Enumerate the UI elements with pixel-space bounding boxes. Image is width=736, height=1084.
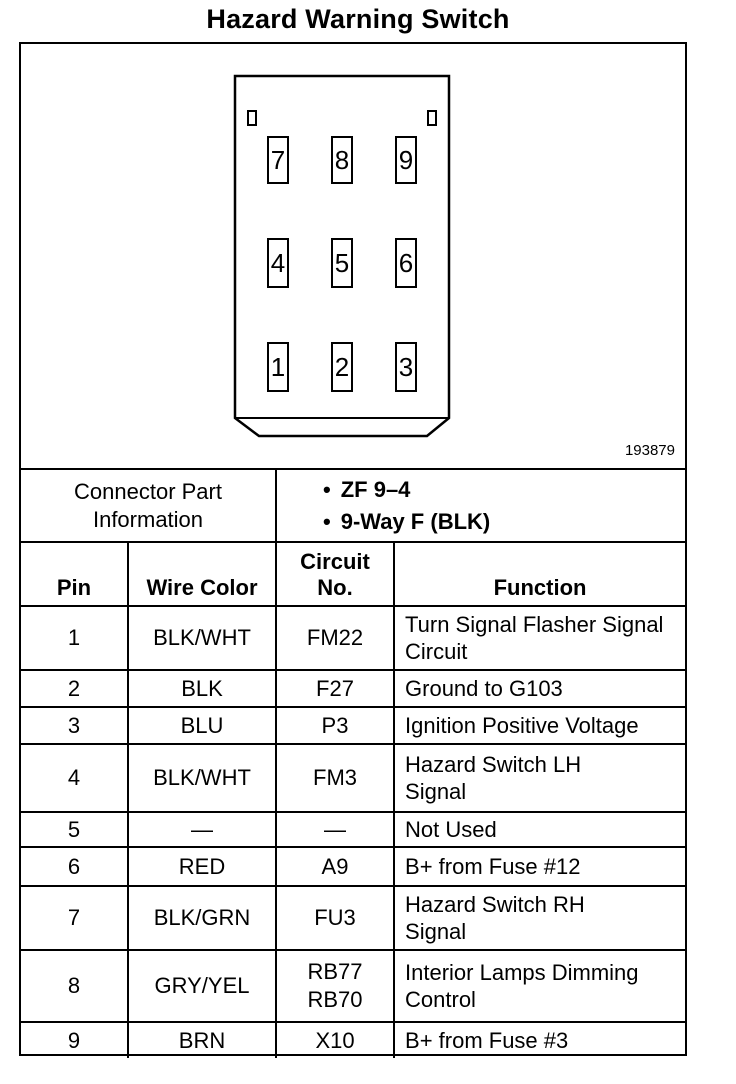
terminal-cavity-6 — [395, 238, 417, 288]
table-row: 4 BLK/WHT FM3 Hazard Switch LH Signal — [21, 743, 686, 813]
cell-pin: 9 — [21, 1021, 129, 1058]
pin-label-9: 9 — [398, 145, 414, 175]
terminal-cavity-5 — [331, 238, 353, 288]
cell-wire-color: BRN — [126, 1021, 278, 1058]
cell-pin: 6 — [21, 846, 129, 887]
connector-frame: 7 8 9 4 5 6 1 2 3 193879 Connector Part … — [19, 42, 687, 1058]
cell-function: Turn Signal Flasher Signal Circuit — [393, 605, 686, 671]
cell-wire-color: BLK/GRN — [126, 885, 278, 951]
pin-label-5: 5 — [334, 248, 350, 278]
connector-info-label: Connector Part Information — [21, 470, 278, 543]
table-row: 9 BRN X10 B+ from Fuse #3 — [21, 1021, 686, 1058]
cell-circuit: FM22 — [275, 605, 396, 671]
figure-number: 193879 — [624, 442, 675, 459]
cell-function: Not Used — [393, 811, 686, 848]
table-row: 7 BLK/GRN FU3 Hazard Switch RH Signal — [21, 885, 686, 951]
cell-pin: 2 — [21, 669, 129, 708]
table-header-row: Pin Wire Color Circuit No. Function — [21, 541, 686, 607]
cell-function: B+ from Fuse #3 — [393, 1021, 686, 1058]
connector-face-drawing — [233, 74, 451, 438]
cell-circuit: P3 — [275, 706, 396, 745]
cell-circuit: FM3 — [275, 743, 396, 813]
cell-function: Interior Lamps Dimming Control — [393, 949, 686, 1023]
cell-wire-color: BLK/WHT — [126, 743, 278, 813]
terminal-cavity-7 — [267, 136, 289, 184]
connector-type: 9-Way F (BLK) — [323, 506, 679, 538]
cell-function: B+ from Fuse #12 — [393, 846, 686, 887]
table-row: 2 BLK F27 Ground to G103 — [21, 669, 686, 708]
header-function: Function — [393, 541, 686, 607]
terminal-cavity-2 — [331, 342, 353, 392]
cell-function: Hazard Switch RH Signal — [393, 885, 686, 951]
latch-left — [247, 110, 257, 126]
terminal-cavity-9 — [395, 136, 417, 184]
cell-pin: 4 — [21, 743, 129, 813]
cell-function: Hazard Switch LH Signal — [393, 743, 686, 813]
cell-circuit: FU3 — [275, 885, 396, 951]
terminal-cavity-8 — [331, 136, 353, 184]
cell-circuit: X10 — [275, 1021, 396, 1058]
cell-pin: 5 — [21, 811, 129, 848]
header-wire-color: Wire Color — [126, 541, 278, 607]
cell-pin: 1 — [21, 605, 129, 671]
cell-wire-color: GRY/YEL — [126, 949, 278, 1023]
cell-circuit: — — [275, 811, 396, 848]
cell-wire-color: RED — [126, 846, 278, 887]
table-row: 1 BLK/WHT FM22 Turn Signal Flasher Signa… — [21, 605, 686, 671]
connector-info-values: ZF 9–4 9-Way F (BLK) — [275, 470, 686, 543]
cell-circuit: F27 — [275, 669, 396, 708]
cell-circuit: A9 — [275, 846, 396, 887]
cell-circuit: RB77 RB70 — [275, 949, 396, 1023]
cell-wire-color: BLK — [126, 669, 278, 708]
table-row: 8 GRY/YEL RB77 RB70 Interior Lamps Dimmi… — [21, 949, 686, 1023]
table-row: 3 BLU P3 Ignition Positive Voltage — [21, 706, 686, 745]
pin-label-1: 1 — [270, 352, 286, 382]
pin-label-3: 3 — [398, 352, 414, 382]
pin-label-7: 7 — [270, 145, 286, 175]
pin-label-8: 8 — [334, 145, 350, 175]
cell-pin: 8 — [21, 949, 129, 1023]
pin-label-4: 4 — [270, 248, 286, 278]
cell-function: Ground to G103 — [393, 669, 686, 708]
header-pin: Pin — [21, 541, 129, 607]
cell-wire-color: BLU — [126, 706, 278, 745]
connector-part-number: ZF 9–4 — [323, 474, 679, 506]
connector-diagram: 7 8 9 4 5 6 1 2 3 193879 — [21, 44, 685, 470]
pin-label-6: 6 — [398, 248, 414, 278]
cell-function: Ignition Positive Voltage — [393, 706, 686, 745]
table-row: 6 RED A9 B+ from Fuse #12 — [21, 846, 686, 887]
terminal-cavity-1 — [267, 342, 289, 392]
header-circuit-no: Circuit No. — [275, 541, 396, 607]
table-row: 5 — — Not Used — [21, 811, 686, 848]
pin-label-2: 2 — [334, 352, 350, 382]
page-title: Hazard Warning Switch — [206, 4, 510, 34]
terminal-cavity-3 — [395, 342, 417, 392]
cell-wire-color: — — [126, 811, 278, 848]
terminal-cavity-4 — [267, 238, 289, 288]
connector-info-row: Connector Part Information ZF 9–4 9-Way … — [21, 470, 686, 543]
latch-right — [427, 110, 437, 126]
cell-pin: 3 — [21, 706, 129, 745]
pinout-table: Connector Part Information ZF 9–4 9-Way … — [21, 470, 686, 1058]
cell-pin: 7 — [21, 885, 129, 951]
cell-wire-color: BLK/WHT — [126, 605, 278, 671]
